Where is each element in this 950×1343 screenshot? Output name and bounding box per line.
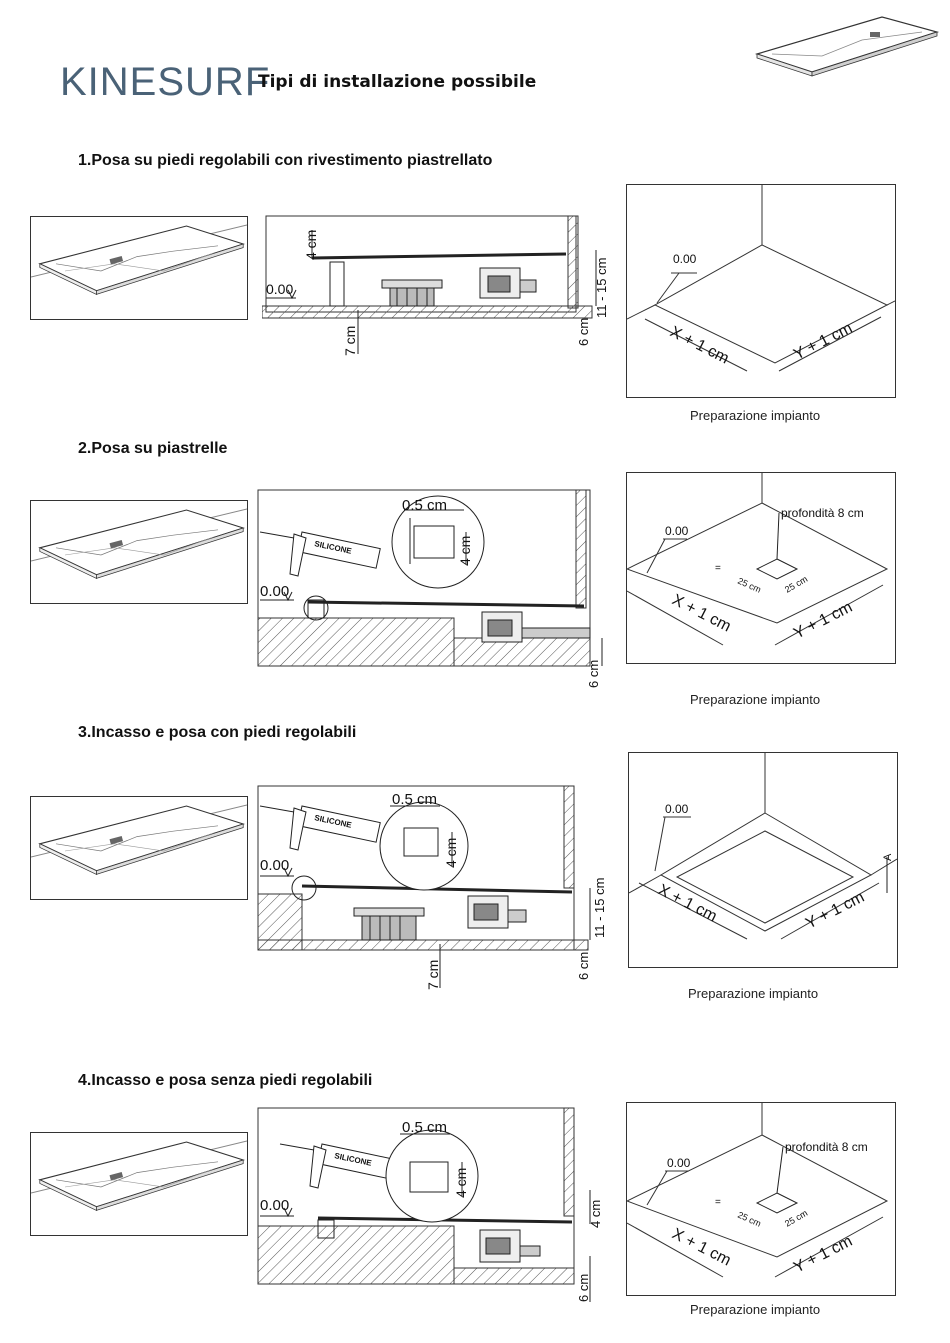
section-2-section-diagram: SILICONE 0.5 cm 4 cm 0.00 6 cm <box>257 489 603 688</box>
plan-zero-label: 0.00 <box>665 524 689 538</box>
size-a-label: 25 cm <box>736 1210 762 1229</box>
level-zero-label: 0.00 <box>266 281 293 297</box>
section-1-section-diagram: 0.00 4 cm 7 cm 11 - 15 cm 6 cm <box>262 215 609 356</box>
side-height-label: 11 - 15 cm <box>592 878 607 938</box>
section-3-plan-view: A 0.00 X + 1 cm Y + 1 cm <box>628 752 898 968</box>
level-zero-label: 0.00 <box>260 857 289 874</box>
equal-mark: = <box>715 1197 721 1208</box>
plan-x-label: X + 1 cm <box>655 881 719 925</box>
drain-trap <box>481 611 591 643</box>
section-4-plan-view: profondità 8 cm 25 cm 25 cm = 0.00 X + 1… <box>625 1102 896 1296</box>
section-1-caption: Preparazione impianto <box>690 408 821 423</box>
section-3-iso-view <box>30 796 248 900</box>
plan-y-label: Y + 1 cm <box>791 1233 855 1277</box>
section-4-section-diagram: SILICONE 0.5 cm 4 cm 0.00 4 cm 6 cm <box>257 1107 603 1302</box>
equal-mark: = <box>715 563 721 574</box>
section-3-caption: Preparazione impianto <box>688 986 819 1001</box>
base-height-label: 6 cm <box>576 318 591 346</box>
section-2-plan-view: profondità 8 cm 25 cm 25 cm = 0.00 X + 1… <box>625 472 896 664</box>
base-height-label: 6 cm <box>586 660 601 688</box>
section-2-caption: Preparazione impianto <box>690 692 821 707</box>
plan-zero-label: 0.00 <box>667 1156 691 1170</box>
plan-x-label: X + 1 cm <box>669 591 733 635</box>
silicone-gun: SILICONE <box>259 531 381 577</box>
detail-zoom-circle <box>379 801 469 891</box>
size-b-label: 25 cm <box>783 1208 809 1229</box>
level-zero-label: 0.00 <box>260 1197 289 1214</box>
section-1-title: 1.Posa su piedi regolabili con rivestime… <box>78 152 493 169</box>
section-1-iso-view <box>30 216 248 320</box>
section-3-title: 3.Incasso e posa con piedi regolabili <box>78 724 357 741</box>
drain-trap <box>479 1229 541 1263</box>
detail-zoom-circle <box>385 1129 479 1223</box>
drain-trap <box>467 895 527 929</box>
plan-x-label: X + 1 cm <box>667 323 731 367</box>
size-a-label: 25 cm <box>736 576 762 595</box>
section-4-iso-view <box>30 1132 248 1236</box>
plan-y-label: Y + 1 cm <box>791 599 855 643</box>
edge-height-label: 4 cm <box>443 838 459 868</box>
base-height-label: 6 cm <box>576 952 591 980</box>
product-thumbnail <box>754 16 940 77</box>
feet-height-label: 7 cm <box>425 960 441 990</box>
section-2-iso-view <box>30 500 248 604</box>
section-3-section-diagram: SILICONE 0.5 cm 4 cm 0.00 7 cm 11 - 15 c… <box>257 785 607 990</box>
gap-label: 0.5 cm <box>402 1119 447 1136</box>
drain-trap <box>479 267 537 299</box>
edge-height-label: 4 cm <box>453 1168 469 1198</box>
brand-logo: KINESURF <box>60 60 271 104</box>
plan-y-label: Y + 1 cm <box>791 320 855 364</box>
adjustable-feet <box>381 279 443 307</box>
top-height-label: 4 cm <box>303 230 319 260</box>
plan-zero-label: 0.00 <box>673 252 697 266</box>
plan-y-label: Y + 1 cm <box>803 889 867 933</box>
adjustable-feet <box>353 907 425 941</box>
plan-zero-label: 0.00 <box>665 802 689 816</box>
depth-label: profondità 8 cm <box>781 506 864 520</box>
level-zero-label: 0.00 <box>260 583 289 600</box>
gap-label: 0.5 cm <box>392 791 437 808</box>
section-4-title: 4.Incasso e posa senza piedi regolabili <box>78 1072 373 1089</box>
top-height-label: 4 cm <box>588 1200 603 1228</box>
depth-label: profondità 8 cm <box>785 1140 868 1154</box>
section-4-caption: Preparazione impianto <box>690 1302 821 1317</box>
feet-height-label: 7 cm <box>342 326 358 356</box>
section-1-plan-view: 0.00 X + 1 cm Y + 1 cm <box>626 184 896 398</box>
section-2-title: 2.Posa su piastrelle <box>78 440 228 457</box>
side-height-label: 11 - 15 cm <box>594 258 609 318</box>
edge-height-label: 4 cm <box>457 536 473 566</box>
silicone-gun: SILICONE <box>279 1143 401 1189</box>
gap-label: 0.5 cm <box>402 497 447 514</box>
base-height-label: 6 cm <box>576 1274 591 1302</box>
size-b-label: 25 cm <box>783 574 809 595</box>
plan-a-label: A <box>882 853 894 861</box>
detail-zoom-circle <box>391 495 485 589</box>
silicone-gun: SILICONE <box>259 805 381 851</box>
plan-x-label: X + 1 cm <box>669 1225 733 1269</box>
page-subtitle: Tipi di installazione possibile <box>258 72 537 92</box>
